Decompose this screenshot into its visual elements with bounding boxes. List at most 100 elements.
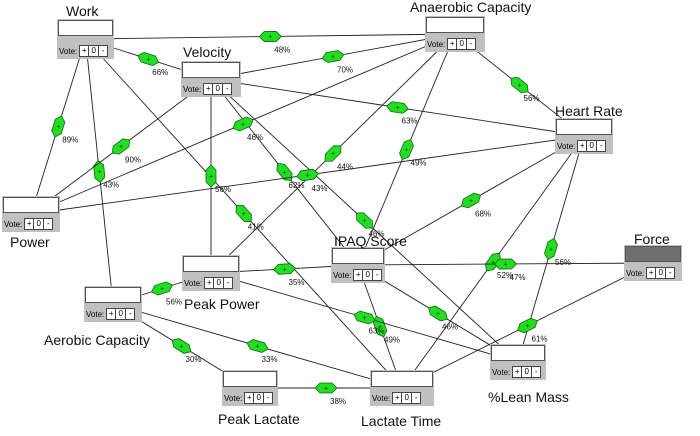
edge-marker-shape[interactable]: [322, 142, 345, 165]
edge-marker-shape[interactable]: [459, 191, 483, 211]
node-box[interactable]: [223, 371, 277, 387]
edge-marker[interactable]: [136, 51, 160, 67]
edge-marker-shape[interactable]: [386, 101, 409, 114]
node-lactatetime[interactable]: Vote:+0-: [370, 370, 434, 406]
vote-minus-button[interactable]: -: [46, 219, 50, 228]
vote-plus-button[interactable]: +: [206, 278, 212, 287]
vote-minus-button[interactable]: -: [225, 84, 229, 93]
edge-marker-shape[interactable]: [296, 168, 319, 182]
edge-marker[interactable]: [321, 50, 345, 64]
edge-marker-shape[interactable]: [321, 50, 345, 64]
vote-minus-button[interactable]: -: [266, 393, 270, 402]
node-box[interactable]: [332, 248, 384, 264]
edge-marker-shape[interactable]: [170, 336, 194, 356]
node-box[interactable]: [182, 62, 240, 78]
vote-stepper[interactable]: +0-: [79, 45, 109, 57]
edge-marker[interactable]: [150, 280, 174, 296]
edge-marker-shape[interactable]: [508, 74, 531, 95]
vote-stepper[interactable]: +0-: [577, 140, 607, 152]
vote-stepper[interactable]: +0-: [646, 267, 676, 279]
edge-marker[interactable]: [274, 160, 295, 183]
edge-marker[interactable]: [353, 310, 377, 326]
edge-marker[interactable]: [109, 136, 133, 157]
node-aerobic[interactable]: Vote:+0-: [84, 286, 142, 322]
edge-marker[interactable]: [93, 159, 106, 184]
edge-marker-shape[interactable]: [258, 31, 282, 42]
vote-plus-button[interactable]: +: [205, 84, 211, 93]
edge-marker[interactable]: [493, 258, 518, 270]
edge-marker-shape[interactable]: [493, 258, 518, 270]
edge-marker[interactable]: [296, 168, 319, 182]
vote-stepper[interactable]: +0-: [512, 366, 542, 378]
edge-marker[interactable]: [515, 316, 539, 335]
vote-minus-button[interactable]: -: [101, 46, 105, 55]
vote-stepper[interactable]: +0-: [353, 269, 383, 281]
vote-stepper[interactable]: +0-: [204, 277, 234, 289]
edge-marker-shape[interactable]: [274, 160, 295, 183]
node-peakpower[interactable]: Vote:+0-: [182, 255, 240, 291]
vote-plus-button[interactable]: +: [81, 46, 87, 55]
edge-marker[interactable]: [426, 304, 450, 324]
edge-marker-shape[interactable]: [109, 136, 133, 157]
edge-marker[interactable]: [543, 237, 559, 261]
edge-marker-shape[interactable]: [150, 280, 174, 296]
node-box[interactable]: [183, 256, 239, 272]
edge-marker-shape[interactable]: [314, 382, 338, 394]
vote-stepper[interactable]: +0-: [447, 38, 477, 50]
edge-marker[interactable]: [353, 209, 376, 231]
node-box[interactable]: [58, 20, 113, 36]
vote-stepper[interactable]: +0-: [203, 83, 233, 95]
edge-marker-shape[interactable]: [136, 51, 160, 67]
edge-marker[interactable]: [231, 115, 255, 133]
vote-minus-button[interactable]: -: [534, 367, 538, 376]
edge-marker-shape[interactable]: [398, 137, 416, 161]
vote-minus-button[interactable]: -: [226, 278, 230, 287]
edge-marker[interactable]: [459, 191, 483, 211]
edge-marker[interactable]: [272, 263, 297, 275]
node-velocity[interactable]: Vote:+0-: [181, 61, 241, 97]
vote-minus-button[interactable]: -: [414, 393, 418, 402]
edge-marker[interactable]: [314, 382, 338, 394]
edge-marker[interactable]: [170, 336, 194, 356]
edge-marker-shape[interactable]: [205, 164, 217, 188]
vote-plus-button[interactable]: +: [355, 270, 361, 279]
edge-marker[interactable]: [50, 115, 66, 139]
edge-marker[interactable]: [322, 142, 345, 165]
node-work[interactable]: Vote:+0-: [57, 19, 114, 59]
edge-marker-shape[interactable]: [353, 209, 376, 231]
edge-marker-shape[interactable]: [272, 263, 297, 275]
vote-stepper[interactable]: +0-: [24, 218, 54, 230]
edge-marker-shape[interactable]: [50, 115, 66, 139]
node-leanmass[interactable]: Vote:+0-: [490, 344, 546, 380]
vote-stepper[interactable]: +0-: [106, 308, 136, 320]
edge-marker-shape[interactable]: [231, 115, 255, 133]
node-power[interactable]: Vote:+0-: [2, 196, 60, 232]
edge-marker-shape[interactable]: [353, 310, 377, 326]
node-box[interactable]: [3, 197, 59, 213]
vote-plus-button[interactable]: +: [246, 393, 252, 402]
node-box[interactable]: [371, 371, 433, 387]
node-force[interactable]: Vote:+0-: [624, 245, 682, 281]
vote-plus-button[interactable]: +: [648, 268, 654, 277]
edge-marker[interactable]: [233, 202, 255, 225]
edge-marker[interactable]: [398, 137, 416, 161]
node-box[interactable]: [625, 246, 681, 262]
vote-minus-button[interactable]: -: [375, 270, 379, 279]
edge-marker-shape[interactable]: [426, 304, 450, 324]
vote-minus-button[interactable]: -: [469, 39, 473, 48]
edge-marker[interactable]: [508, 74, 531, 95]
node-ipaq[interactable]: Vote:+0-: [331, 247, 385, 283]
edge-marker-shape[interactable]: [543, 237, 559, 261]
vote-plus-button[interactable]: +: [449, 39, 455, 48]
node-heartrate[interactable]: Vote:+0-: [555, 118, 613, 154]
vote-plus-button[interactable]: +: [26, 219, 32, 228]
vote-plus-button[interactable]: +: [108, 309, 114, 318]
vote-minus-button[interactable]: -: [668, 268, 672, 277]
node-box[interactable]: [556, 119, 612, 135]
node-box[interactable]: [426, 17, 484, 33]
vote-plus-button[interactable]: +: [579, 141, 585, 150]
node-anaerobic[interactable]: Vote:+0-: [425, 16, 485, 52]
vote-stepper[interactable]: +0-: [392, 392, 422, 404]
edge-marker-shape[interactable]: [93, 159, 106, 184]
node-box[interactable]: [491, 345, 545, 361]
